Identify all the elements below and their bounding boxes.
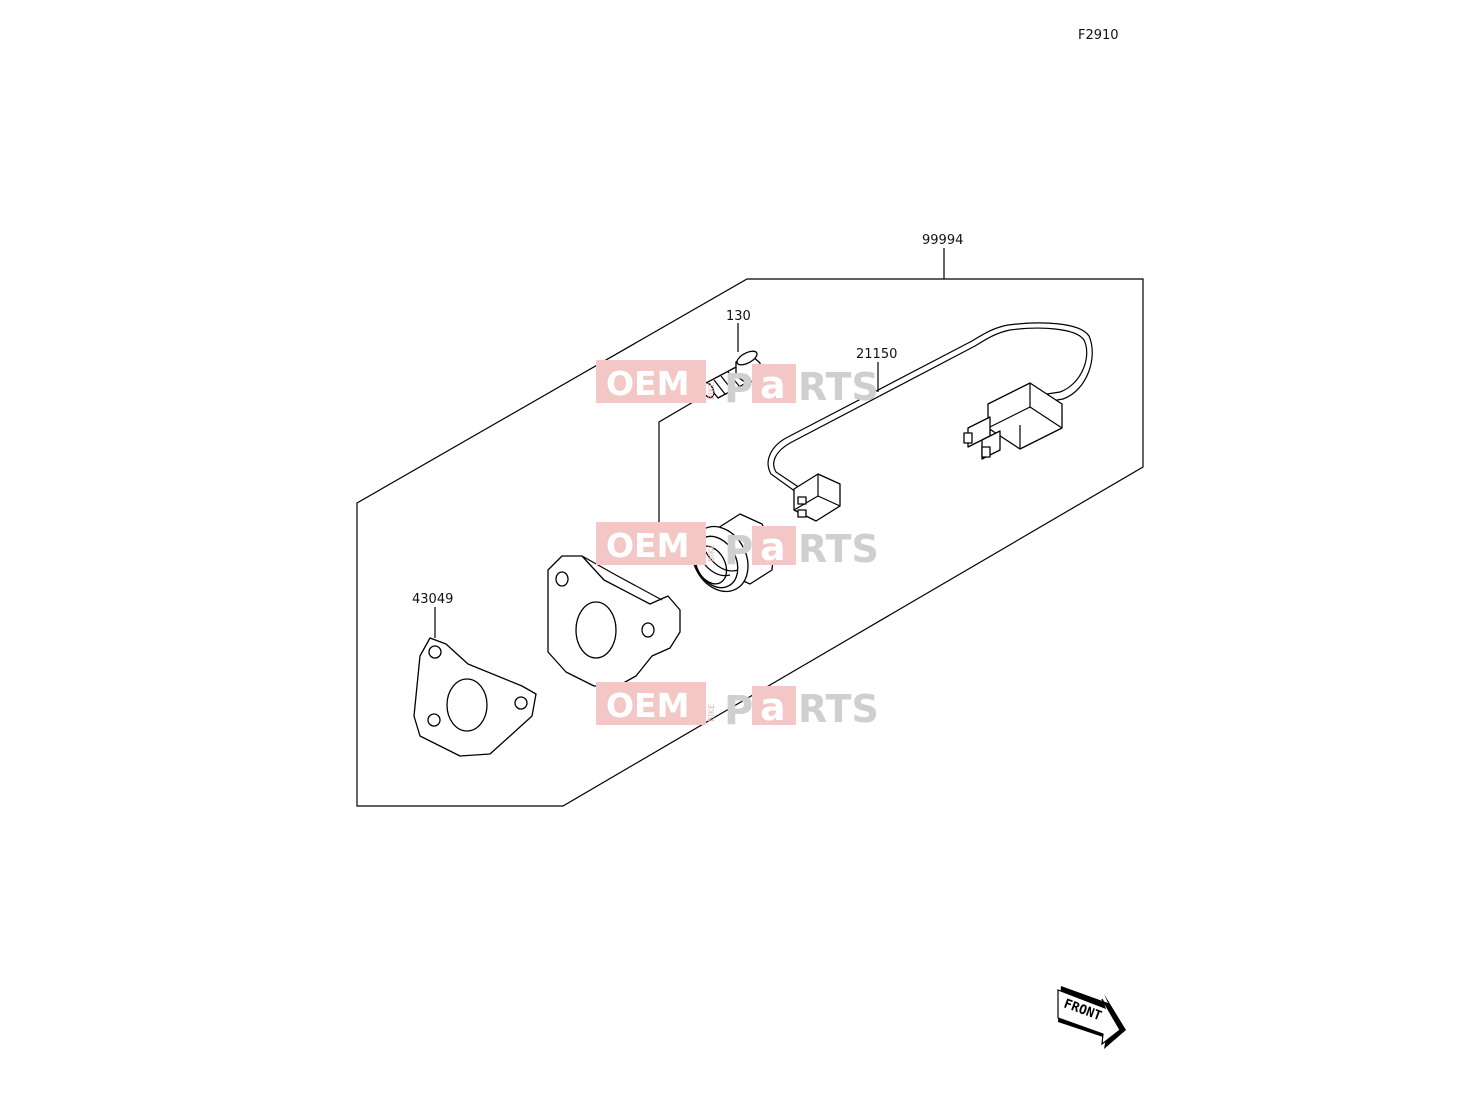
svg-text:BIKE: BIKE — [707, 544, 716, 562]
svg-text:OEM: OEM — [606, 364, 689, 403]
svg-text:OEM: OEM — [606, 526, 689, 565]
svg-text:a: a — [760, 363, 786, 407]
svg-text:RTS: RTS — [798, 365, 879, 409]
svg-text:BIKE: BIKE — [707, 704, 716, 722]
svg-text:P: P — [724, 688, 753, 734]
svg-text:a: a — [760, 685, 786, 729]
svg-text:RTS: RTS — [798, 527, 879, 571]
watermark-top: OEM BIKE P a RTS — [596, 360, 879, 412]
bracket-part[interactable] — [547, 555, 681, 687]
svg-text:P: P — [724, 366, 753, 412]
svg-text:OEM: OEM — [606, 686, 689, 725]
svg-text:a: a — [760, 525, 786, 569]
kit-outline — [356, 278, 1144, 807]
callout-kit[interactable]: 99994 — [922, 233, 963, 248]
watermark-bottom: OEM BIKE P a RTS — [596, 682, 879, 734]
svg-text:BIKE: BIKE — [707, 382, 716, 400]
callout-switch[interactable]: 21150 — [856, 347, 897, 362]
callout-bolt[interactable]: 130 — [726, 309, 751, 324]
watermark-middle: OEM BIKE P a RTS — [596, 522, 879, 574]
figure-code: F2910 — [1078, 28, 1119, 43]
gasket-part[interactable] — [413, 637, 537, 757]
svg-text:RTS: RTS — [798, 687, 879, 731]
svg-text:P: P — [724, 528, 753, 574]
callout-gasket[interactable]: 43049 — [412, 592, 453, 607]
front-arrow-icon: FRONT — [1057, 986, 1126, 1049]
switch-harness[interactable] — [767, 322, 1093, 522]
